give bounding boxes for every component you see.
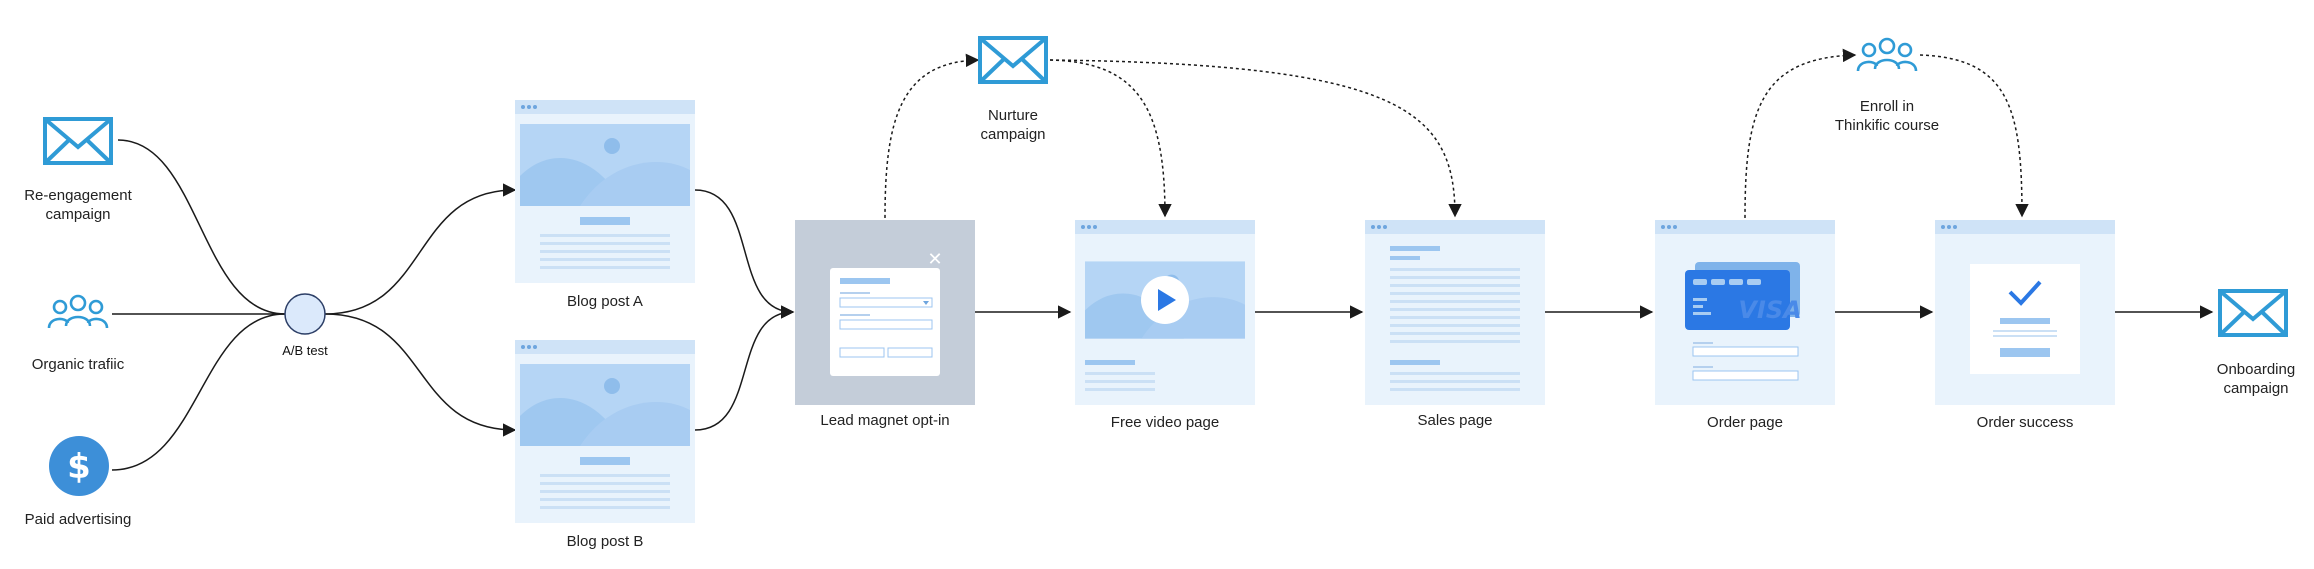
ab-test-label: A/B test (282, 343, 328, 358)
side-label-nurture: Nurture campaign (980, 107, 1046, 143)
dollar-icon: $ (49, 436, 109, 496)
step-label-order: Order page (1707, 414, 1783, 431)
order-page (1655, 220, 1835, 405)
envelope-icon (978, 36, 1048, 84)
connector-paid-ab (111, 313, 286, 471)
people-icon (47, 294, 109, 330)
order-success-page (1935, 220, 2115, 405)
step-label-order-success: Order success (1976, 414, 2074, 431)
dotted-order-enroll (1744, 48, 1857, 219)
svg-text:$: $ (67, 447, 91, 487)
step-label-free-video: Free video page (1110, 414, 1220, 431)
dotted-lead-nurture (884, 53, 980, 219)
connector-ab-blog-a (324, 183, 517, 315)
connector-blog-a-lead (694, 189, 795, 319)
dotted-enroll-success (1919, 54, 2029, 218)
envelope-icon (2218, 289, 2288, 337)
blog-post-b-page (515, 340, 695, 523)
blog-post-a-page (515, 100, 695, 283)
source-label-reengagement: Re-engagement campaign (24, 187, 132, 223)
dotted-nurture-sales (1049, 59, 1462, 218)
lead-magnet-page (795, 220, 975, 405)
step-label-sales: Sales page (1417, 412, 1493, 429)
card-brand: VISA (1738, 296, 1801, 324)
connector-blog-b-lead (694, 305, 795, 431)
blog-post-b-label: Blog post B (566, 533, 644, 550)
source-label-paid: Paid advertising (24, 511, 132, 528)
step-label-lead-magnet: Lead magnet opt-in (820, 412, 950, 429)
connector-ab-blog-b (324, 313, 517, 437)
free-video-page (1075, 220, 1255, 405)
close-icon: ✕ (927, 249, 942, 270)
end-label-onboarding: Onboarding campaign (2216, 361, 2296, 397)
dotted-nurture-video (1049, 59, 1172, 218)
sales-page (1365, 220, 1545, 405)
side-label-enroll: Enroll in Thinkific course (1834, 98, 1940, 134)
source-label-organic: Organic trafiic (31, 356, 125, 373)
envelope-icon (43, 117, 113, 165)
ab-test-node (284, 293, 326, 335)
people-icon (1856, 37, 1918, 73)
blog-post-a-label: Blog post A (567, 293, 643, 310)
connector-reengagement-ab (117, 139, 286, 315)
